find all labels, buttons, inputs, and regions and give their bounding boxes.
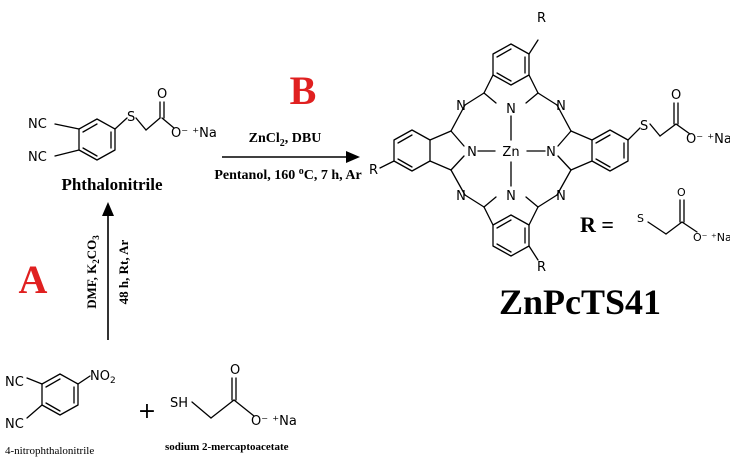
reagents-a: DMF, K2CO3 bbox=[84, 235, 101, 309]
mercaptoacetate-structure: SH O O⁻ ⁺Na bbox=[170, 363, 297, 429]
pc-r-left: R bbox=[369, 163, 378, 178]
phthalonitrile-s: S bbox=[127, 110, 135, 125]
r-def-counterion: O⁻ ⁺Na bbox=[693, 231, 730, 244]
r-def-o: O bbox=[677, 186, 686, 199]
pc-n-bottom: N bbox=[506, 189, 516, 204]
pc-n-left: N bbox=[467, 145, 477, 160]
conditions-a: 48 h, Rt, Ar bbox=[116, 239, 131, 304]
pc-n-meso-tr: N bbox=[556, 99, 566, 114]
phthalonitrile-o: O bbox=[157, 87, 167, 102]
reaction-arrow-a bbox=[102, 202, 114, 340]
nitrophthalonitrile-structure: NC NC NO2 bbox=[5, 369, 116, 432]
zinc-phthalocyanine-structure: Zn N N N N N N N N R R R S O O⁻ ⁺Na bbox=[369, 11, 730, 275]
nitrophthalonitrile-name: 4-nitrophthalonitrile bbox=[5, 445, 94, 457]
pc-n-meso-bl: N bbox=[456, 189, 466, 204]
pc-zn: Zn bbox=[502, 145, 519, 160]
nitrophthalonitrile-nc-top: NC bbox=[5, 375, 24, 390]
mercaptoacetate-sh: SH bbox=[170, 396, 188, 411]
nitrophthalonitrile-no2: NO2 bbox=[90, 369, 116, 386]
nitrophthalonitrile-nc-bottom: NC bbox=[5, 417, 24, 432]
phthalonitrile-nc-bottom: NC bbox=[28, 150, 47, 165]
pc-r-top: R bbox=[537, 11, 546, 26]
reaction-arrow-b bbox=[222, 151, 360, 163]
conditions-b: Pentanol, 160 oC, 7 h, Ar bbox=[214, 166, 361, 183]
mercaptoacetate-name: sodium 2-mercaptoacetate bbox=[165, 441, 289, 453]
r-def-s: S bbox=[637, 212, 644, 225]
phthalonitrile-name: Phthalonitrile bbox=[61, 175, 163, 194]
step-label-a: A bbox=[19, 257, 48, 302]
pc-r-bottom: R bbox=[537, 260, 546, 275]
mercaptoacetate-counterion: O⁻ ⁺Na bbox=[251, 414, 297, 429]
mercaptoacetate-o: O bbox=[230, 363, 240, 378]
step-label-b: B bbox=[290, 68, 317, 113]
reagents-b: ZnCl2, DBU bbox=[249, 131, 322, 149]
pc-s: S bbox=[640, 119, 648, 134]
phthalonitrile-structure: NC NC S O O⁻ ⁺Na bbox=[28, 87, 217, 165]
pc-n-meso-br: N bbox=[556, 189, 566, 204]
pc-n-top: N bbox=[506, 102, 516, 117]
pc-n-right: N bbox=[546, 145, 556, 160]
product-name: ZnPcTS41 bbox=[499, 282, 661, 322]
pc-n-meso-tl: N bbox=[456, 99, 466, 114]
r-def-label: R = bbox=[580, 212, 614, 237]
phthalonitrile-counterion: O⁻ ⁺Na bbox=[171, 126, 217, 141]
pc-counterion: O⁻ ⁺Na bbox=[686, 132, 730, 147]
plus-sign: + bbox=[138, 399, 156, 424]
pc-o: O bbox=[671, 88, 681, 103]
r-group-definition: R = S O O⁻ ⁺Na bbox=[580, 186, 730, 244]
phthalonitrile-nc-top: NC bbox=[28, 117, 47, 132]
